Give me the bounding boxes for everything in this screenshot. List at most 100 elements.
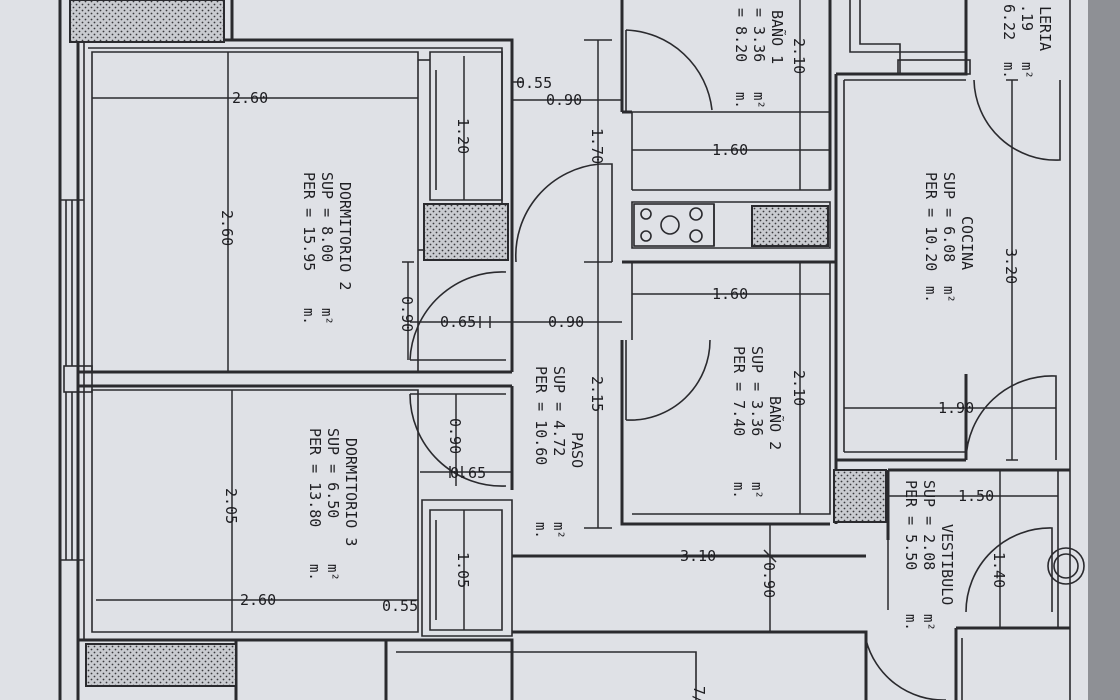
dim-1-40: 1.40	[990, 552, 1008, 588]
room-sup-unit: m²	[940, 286, 956, 303]
dim-0-90-vertical-a: 0.90	[398, 296, 416, 332]
room-sup: SUP = 4.72	[550, 366, 568, 456]
room-name: VESTIBULO	[938, 524, 956, 605]
dim-3-20: 3.20	[1002, 248, 1020, 284]
doors	[409, 29, 1085, 700]
dimension-labels: 2.60 2.60 0.55 0.55 0.90 0.65 0.90 0.65 …	[232, 74, 994, 700]
paper-sheet	[0, 0, 1088, 700]
room-sup: .19	[1018, 4, 1036, 31]
door-galeria	[973, 79, 1061, 161]
dim-2-10-top: 2.10	[790, 38, 808, 74]
room-per-unit: m.	[300, 308, 316, 325]
dimension-lines	[92, 0, 1058, 632]
hatch-top-left	[69, 0, 225, 43]
room-sup-unit: m²	[324, 564, 340, 581]
hatch-duct	[833, 469, 887, 523]
hatch-counter	[751, 205, 829, 247]
room-per: PER = 10.60	[532, 366, 550, 465]
room-per-unit: m.	[306, 564, 322, 581]
dim-1-60-mid: 1.60	[712, 285, 748, 303]
dim-0-65-a: 0.65	[440, 313, 476, 331]
room-vestibulo: VESTIBULO SUP = 2.08 m² PER = 5.50 m.	[902, 480, 956, 631]
dim-1-90: 1.90	[938, 399, 974, 417]
stove-icon	[633, 203, 715, 247]
room-per: PER = 13.80	[306, 428, 324, 527]
dim-2-15: 2.15	[588, 376, 606, 412]
dim-2-05: 2.05	[222, 488, 240, 524]
dim-1-05: 1.05	[454, 552, 472, 588]
room-sup-unit: m²	[748, 482, 764, 499]
room-per-unit: m.	[730, 482, 746, 499]
room-per: 6.22	[1000, 4, 1018, 40]
dim-0-90-top: 0.90	[546, 91, 582, 109]
dim-1-50: 1.50	[958, 487, 994, 505]
dim-1-70: 1.70	[588, 128, 606, 164]
room-per: = 8.20	[732, 8, 750, 62]
room-sup-unit: m²	[550, 522, 566, 539]
room-dormitorio-2: DORMITORIO 2 SUP = 8.00 m² PER = 15.95 m…	[300, 172, 354, 325]
room-sup-unit: m²	[750, 92, 766, 109]
dim-2-60-mid: 2.60	[218, 210, 236, 246]
dim-0-55-top: 0.55	[516, 74, 552, 92]
dim-0-90-vertical-c: 0.90	[760, 562, 778, 598]
room-per-unit: m.	[532, 522, 548, 539]
hatch-bottom-left	[85, 643, 237, 687]
room-bano-2: BAÑO 2 SUP = 3.36 m² PER = 7.40 m.	[730, 346, 785, 499]
room-sup: SUP = 6.50	[324, 428, 342, 518]
room-sup: = 3.36	[750, 8, 768, 62]
room-name: LERIA	[1036, 6, 1054, 51]
door-bano2	[625, 339, 711, 421]
door-cocina	[965, 375, 1057, 461]
room-sup-unit: m²	[318, 308, 334, 325]
dim-0-55-bottom: 0.55	[382, 597, 418, 615]
room-sup: SUP = 3.36	[748, 346, 766, 436]
hatched-elements	[69, 0, 887, 687]
dimension-ticks	[402, 39, 1018, 629]
windows	[60, 199, 84, 561]
dim-1-60-top: 1.60	[712, 141, 748, 159]
column-circle	[1047, 547, 1085, 585]
room-per: PER = 10.20	[922, 172, 940, 271]
room-per: PER = 15.95	[300, 172, 318, 271]
room-name: DORMITORIO 3	[342, 438, 360, 546]
dim-2-10-mid: 2.10	[790, 370, 808, 406]
room-per-unit: m.	[732, 92, 748, 109]
room-cocina: COCINA SUP = 6.08 m² PER = 10.20 m.	[922, 172, 976, 303]
room-per-unit: m.	[902, 614, 918, 631]
room-galeria: LERIA .19 m² 6.22 m.	[1000, 4, 1054, 79]
hatch-wardrobe-top	[423, 203, 509, 261]
dim-2-60-bottom: 2.60	[240, 591, 276, 609]
room-name: COCINA	[958, 216, 976, 270]
room-name: BAÑO 1	[768, 10, 787, 64]
door-paso-top	[409, 271, 507, 361]
room-sup: SUP = 6.08	[940, 172, 958, 262]
room-dormitorio-3: DORMITORIO 3 SUP = 6.50 m² PER = 13.80 m…	[306, 428, 360, 581]
room-name: PASO	[568, 432, 586, 468]
room-name: BAÑO 2	[766, 396, 785, 450]
room-per-unit: m.	[1000, 62, 1016, 79]
room-sup: SUP = 2.08	[920, 480, 938, 570]
paper-edge-shadow	[1088, 0, 1120, 700]
dim-3-10: 3.10	[680, 547, 716, 565]
room-labels: DORMITORIO 2 SUP = 8.00 m² PER = 15.95 m…	[300, 4, 1054, 631]
door-paso-bottom	[409, 393, 507, 487]
room-per: PER = 7.40	[730, 346, 748, 436]
room-bano-1: BAÑO 1 = 3.36 m² = 8.20 m.	[732, 8, 787, 109]
dim-0-90-mid: 0.90	[548, 313, 584, 331]
partial-label: 7/3	[690, 686, 708, 700]
door-dorm2	[514, 163, 613, 263]
dimension-labels-rotated: 2.60 2.05 1.20 1.05 1.70 0.90 2.15 0.90 …	[218, 38, 1020, 598]
room-sup-unit: m²	[1018, 62, 1034, 79]
dim-1-20: 1.20	[454, 118, 472, 154]
room-name: DORMITORIO 2	[336, 182, 354, 290]
door-bano1	[625, 29, 713, 112]
room-sup: SUP = 8.00	[318, 172, 336, 262]
room-sup-unit: m²	[920, 614, 936, 631]
dim-2-60-top: 2.60	[232, 89, 268, 107]
door-vestibulo	[965, 527, 1053, 613]
dim-0-90-vertical-b: 0.90	[446, 418, 464, 454]
door-entry	[865, 639, 946, 700]
dim-0-65-b: 0.65	[450, 464, 486, 482]
room-per: PER = 5.50	[902, 480, 920, 570]
